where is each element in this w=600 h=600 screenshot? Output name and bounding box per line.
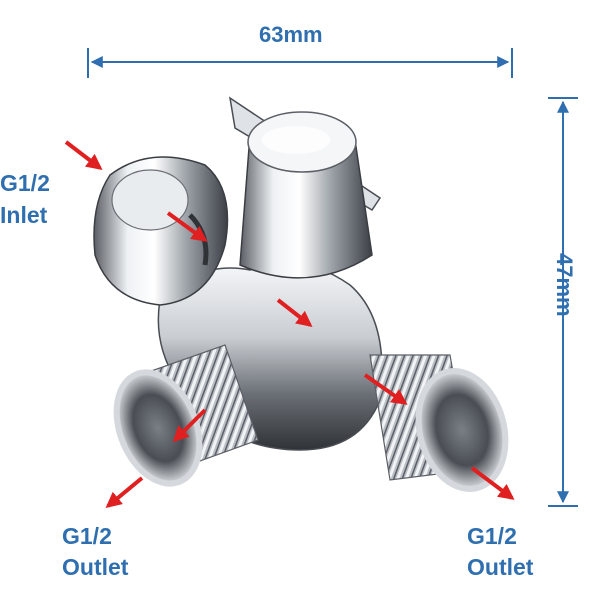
inlet-role-label: Inlet [0,202,48,228]
valve-body [93,96,509,492]
height-dimension-line [548,97,578,507]
right-outlet-flow-arrow [470,466,515,500]
internal-flow-arrow-2 [276,298,313,327]
internal-flow-arrow-1 [166,211,208,242]
right-outlet-role-label: Outlet [467,554,534,580]
width-dimension-label: 63mm [259,22,323,47]
height-dimension-label: 47mm [552,253,577,317]
internal-flow-arrow-3 [363,373,408,405]
right-outlet-size-label: G1/2 [467,523,517,549]
left-outlet-flow-arrow [105,476,144,509]
left-outlet-role-label: Outlet [62,554,129,580]
width-dimension-line [87,48,513,78]
inlet-flow-arrow [64,140,103,170]
internal-flow-arrow-4 [172,408,207,443]
inlet-size-label: G1/2 [0,170,50,196]
flow-arrows [64,140,515,509]
diverter-knob [239,111,373,279]
right-outlet [369,354,509,492]
left-outlet-size-label: G1/2 [62,523,112,549]
left-outlet [113,344,259,487]
